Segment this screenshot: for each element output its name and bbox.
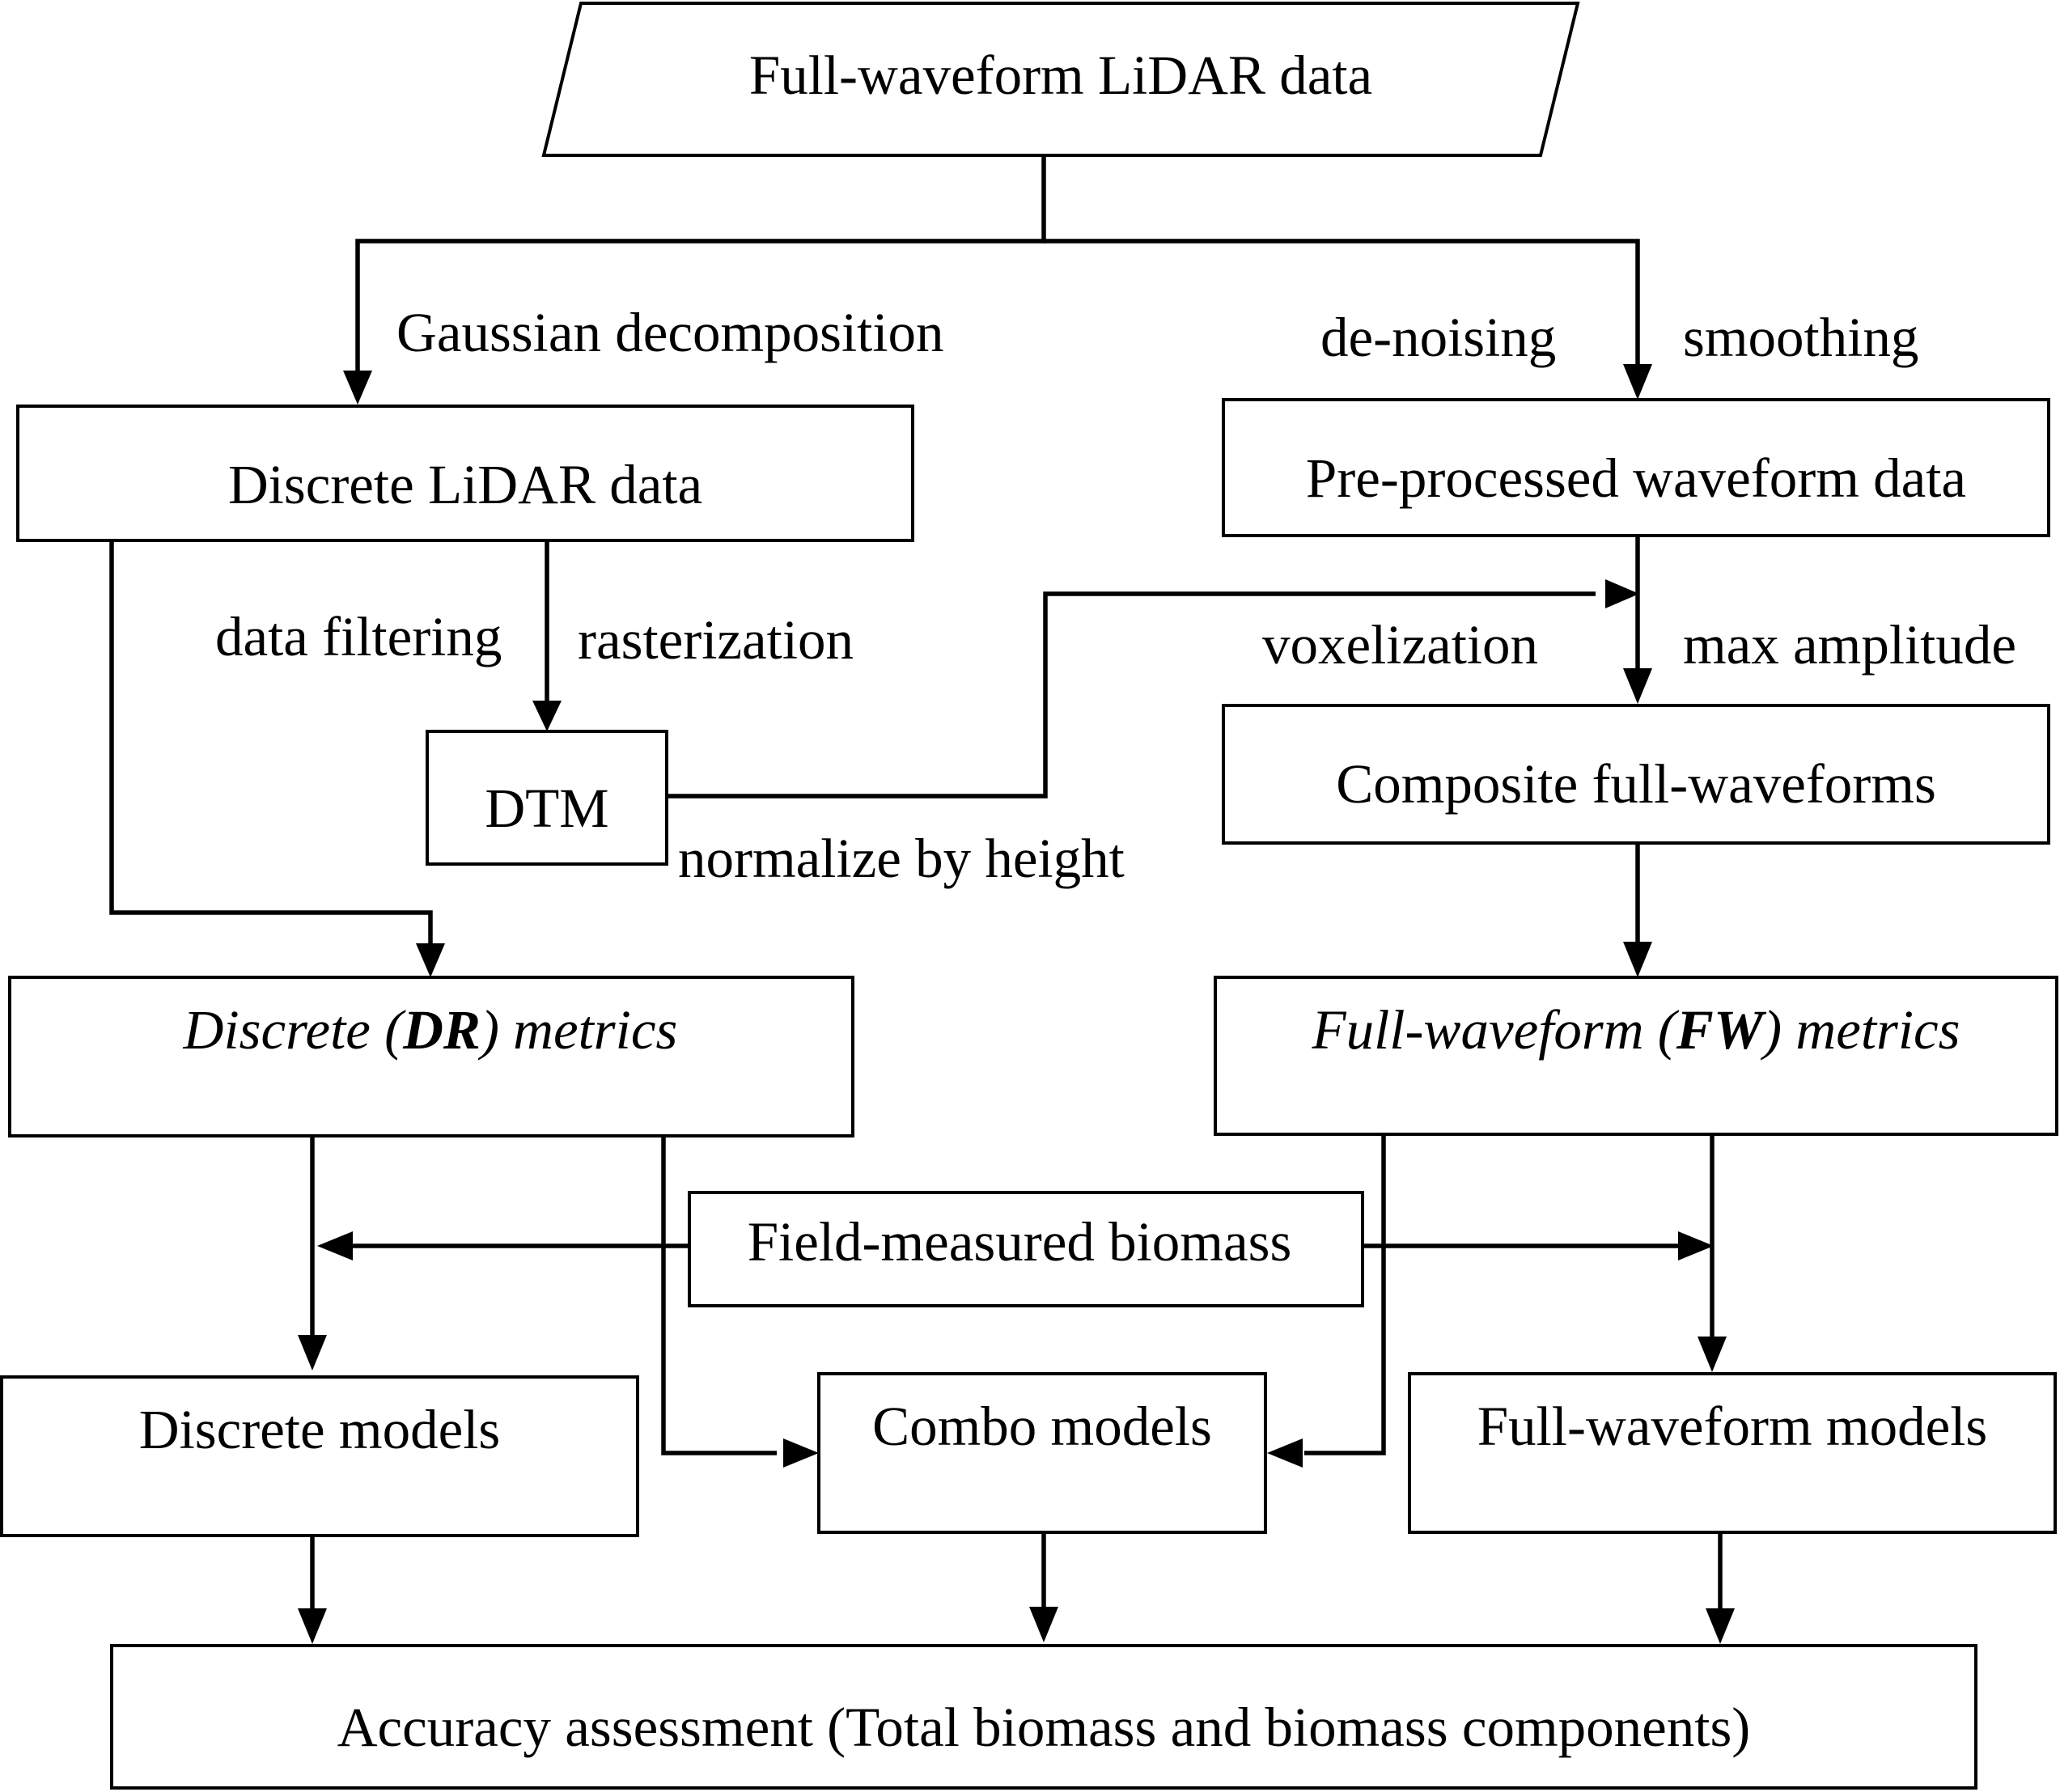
- node-preprocessed: Pre-processed waveform data: [1222, 398, 2050, 537]
- edge-fw-to-combo: [1304, 1134, 1386, 1455]
- connectors: [109, 155, 1723, 1610]
- fw-metrics-suffix: ) metrics: [1760, 999, 1960, 1061]
- label-rasterization: rasterization: [578, 609, 854, 671]
- arrowhead-field-to-fw: [1678, 1231, 1714, 1260]
- dr-metrics-label: Discrete (DR) metrics: [183, 999, 678, 1061]
- combo-models-label: Combo models: [872, 1396, 1212, 1457]
- arrowhead-fw-models: [1698, 1337, 1727, 1372]
- field-biomass-label: Field-measured biomass: [748, 1211, 1292, 1273]
- preprocessed-box: [1222, 398, 2050, 537]
- dr-metrics-suffix: ) metrics: [477, 999, 677, 1061]
- arrowhead-accuracy-3: [1706, 1608, 1735, 1644]
- fw-metrics-box: [1214, 976, 2058, 1136]
- input-label: Full-waveform LiDAR data: [749, 44, 1372, 106]
- node-fw-metrics: Full-waveform (FW) metrics: [1214, 976, 2058, 1136]
- node-input: Full-waveform LiDAR data: [541, 1, 1580, 157]
- fw-metrics-abbr: FW: [1676, 999, 1767, 1061]
- arrowhead-combo-left: [783, 1438, 819, 1468]
- edge-dtm-normalize: [668, 591, 1596, 799]
- node-composite: Composite full-waveforms: [1222, 704, 2050, 845]
- label-smoothing: smoothing: [1683, 307, 1918, 368]
- node-discrete-data: Discrete LiDAR data: [16, 405, 914, 542]
- label-normalize: normalize by height: [678, 828, 1125, 889]
- discrete-data-box: [16, 405, 914, 542]
- label-max-amplitude: max amplitude: [1683, 614, 2016, 676]
- composite-box: [1222, 704, 2050, 845]
- edge-discrete-to-dr-metrics: [109, 542, 433, 953]
- arrowhead-preprocessed: [1623, 364, 1652, 400]
- dr-metrics-abbr: DR: [402, 999, 481, 1061]
- label-gaussian: Gaussian decomposition: [396, 302, 944, 363]
- field-biomass-box: [688, 1191, 1364, 1307]
- preprocessed-label: Pre-processed waveform data: [1306, 447, 1966, 509]
- arrowhead-composite: [1623, 668, 1652, 704]
- node-dtm: DTM: [426, 730, 668, 866]
- label-voxelization: voxelization: [1262, 614, 1538, 676]
- node-fw-models: Full-waveform models: [1408, 1372, 2057, 1534]
- node-accuracy: Accuracy assessment (Total biomass and b…: [110, 1644, 1977, 1790]
- dtm-box: [426, 730, 668, 866]
- discrete-models-box: [0, 1375, 639, 1537]
- arrowhead-discrete-models: [298, 1335, 327, 1370]
- composite-label: Composite full-waveforms: [1336, 753, 1936, 815]
- node-field-biomass: Field-measured biomass: [688, 1191, 1364, 1307]
- dr-metrics-prefix: Discrete (: [183, 999, 406, 1061]
- arrowhead-combo-right: [1267, 1438, 1303, 1468]
- edge-dr-to-combo: [661, 1136, 777, 1455]
- arrowhead-discrete-data: [343, 371, 372, 405]
- dtm-label: DTM: [485, 777, 608, 839]
- arrowhead-dr-metrics: [416, 943, 445, 977]
- label-data-filtering: data filtering: [215, 606, 502, 667]
- label-denoising: de-noising: [1320, 307, 1556, 368]
- input-parallelogram: [541, 1, 1580, 157]
- accuracy-label: Accuracy assessment (Total biomass and b…: [337, 1697, 1751, 1758]
- arrowhead-normalize: [1605, 579, 1639, 608]
- node-dr-metrics: Discrete (DR) metrics: [8, 976, 854, 1137]
- node-discrete-models: Discrete models: [0, 1375, 639, 1537]
- arrowhead-accuracy-1: [298, 1608, 327, 1644]
- fw-models-box: [1408, 1372, 2057, 1534]
- discrete-data-label: Discrete LiDAR data: [228, 454, 702, 515]
- fw-metrics-label: Full-waveform (FW) metrics: [1311, 999, 1960, 1061]
- accuracy-box: [110, 1644, 1977, 1790]
- fw-models-label: Full-waveform models: [1477, 1396, 1987, 1457]
- edge-input-to-preprocessed: [1044, 239, 1640, 372]
- arrowhead-accuracy-2: [1029, 1607, 1058, 1642]
- discrete-models-label: Discrete models: [139, 1399, 500, 1460]
- node-combo-models: Combo models: [817, 1372, 1267, 1534]
- arrowhead-dtm: [532, 701, 562, 731]
- edge-labels: Gaussian decomposition de-noising smooth…: [215, 302, 2016, 889]
- combo-models-box: [817, 1372, 1267, 1534]
- arrowheads: [298, 364, 1735, 1644]
- arrowhead-fw-metrics: [1623, 942, 1652, 977]
- arrowhead-field-to-discrete: [317, 1231, 353, 1260]
- fw-metrics-prefix: Full-waveform (: [1311, 999, 1679, 1061]
- dr-metrics-box: [8, 976, 854, 1137]
- edge-input-to-discrete: [355, 155, 1046, 372]
